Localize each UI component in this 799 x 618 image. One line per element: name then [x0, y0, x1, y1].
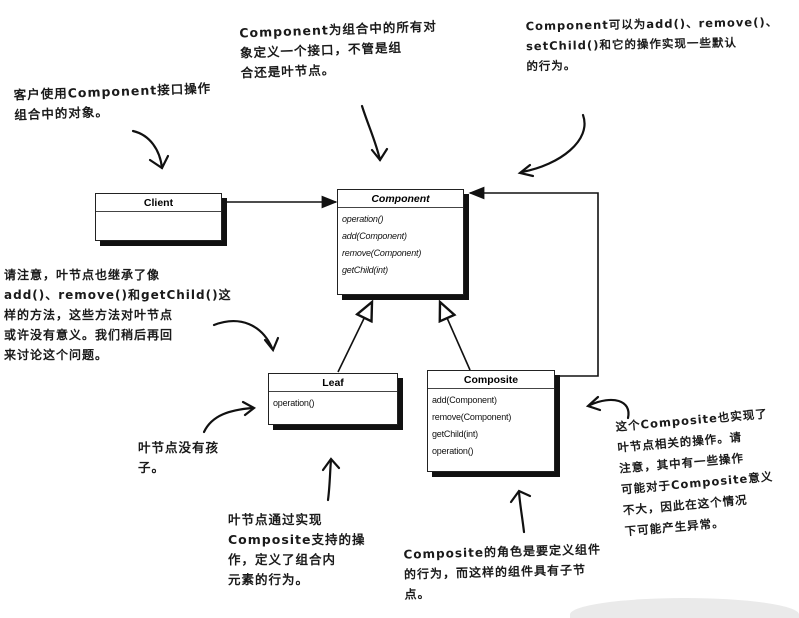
class-leaf-name: Leaf [269, 374, 397, 392]
hand-arrow-default-head [517, 163, 535, 178]
class-composite-name: Composite [428, 371, 554, 389]
hand-arrow-leaf-defines [326, 458, 333, 502]
class-composite: Composite add(Component) remove(Componen… [427, 370, 555, 472]
hand-arrow-client-head [148, 154, 170, 170]
class-client: Client [95, 193, 222, 241]
note-leaf-inherits: 请注意，叶节点也继承了像 add()、remove()和getChild()这 … [4, 268, 232, 362]
class-client-name: Client [96, 194, 221, 212]
composite-add: add(Component) [432, 395, 497, 405]
hand-arrow-composite-impl-head [585, 395, 602, 412]
component-add: add(Component) [342, 231, 407, 241]
composite-aggregation-line [468, 186, 599, 377]
component-getchild: getChild(int) [342, 265, 388, 275]
composite-inheritance-line [440, 302, 471, 371]
note-composite-implements: 这个Composite也实现了 叶节点相关的操作。请 注意，其中有一些操作 可能… [615, 406, 774, 539]
composite-remove: remove(Component) [432, 412, 512, 422]
hand-arrow-leaf-inherits-head [263, 336, 280, 353]
decorative-blob [570, 598, 799, 618]
hand-arrow-component-head [370, 147, 389, 162]
leaf-operation: operation() [273, 398, 315, 408]
class-component-name: Component [338, 190, 463, 208]
hand-arrow-leaf-defines-head [321, 457, 341, 472]
hand-arrow-leaf-inherits [212, 320, 274, 350]
hand-arrow-component [360, 104, 382, 162]
hand-arrow-composite-role [517, 490, 526, 534]
component-operation: operation() [342, 214, 384, 224]
note-component: Component为组合中的所有对 象定义一个接口，不管是组 合还是叶节点。 [239, 18, 438, 81]
component-remove: remove(Component) [342, 248, 422, 258]
note-leaf-no-children: 叶节点没有孩 子。 [138, 440, 220, 475]
hand-arrow-composite-impl [588, 398, 630, 420]
class-leaf: Leaf operation() [268, 373, 398, 425]
composite-operation: operation() [432, 446, 474, 456]
note-leaf-defines: 叶节点通过实现 Composite支持的操 作，定义了组合内 元素的行为。 [228, 512, 366, 587]
note-default-behavior: Component可以为add()、remove()、 setChild()和它… [525, 14, 779, 74]
hand-arrow-default [520, 113, 586, 174]
hand-arrow-no-children [202, 406, 254, 434]
leaf-inheritance-line [337, 302, 372, 373]
note-client: 客户使用Component接口操作 组合中的对象。 [13, 80, 212, 123]
hand-arrow-composite-role-head [509, 489, 532, 504]
hand-arrow-client [131, 129, 164, 170]
composite-getchild: getChild(int) [432, 429, 478, 439]
note-composite-role: Composite的角色是要定义组件 的行为，而这样的组件具有子节 点。 [403, 542, 602, 602]
class-component: Component operation() add(Component) rem… [337, 189, 464, 295]
hand-arrow-no-children-head [241, 400, 257, 417]
